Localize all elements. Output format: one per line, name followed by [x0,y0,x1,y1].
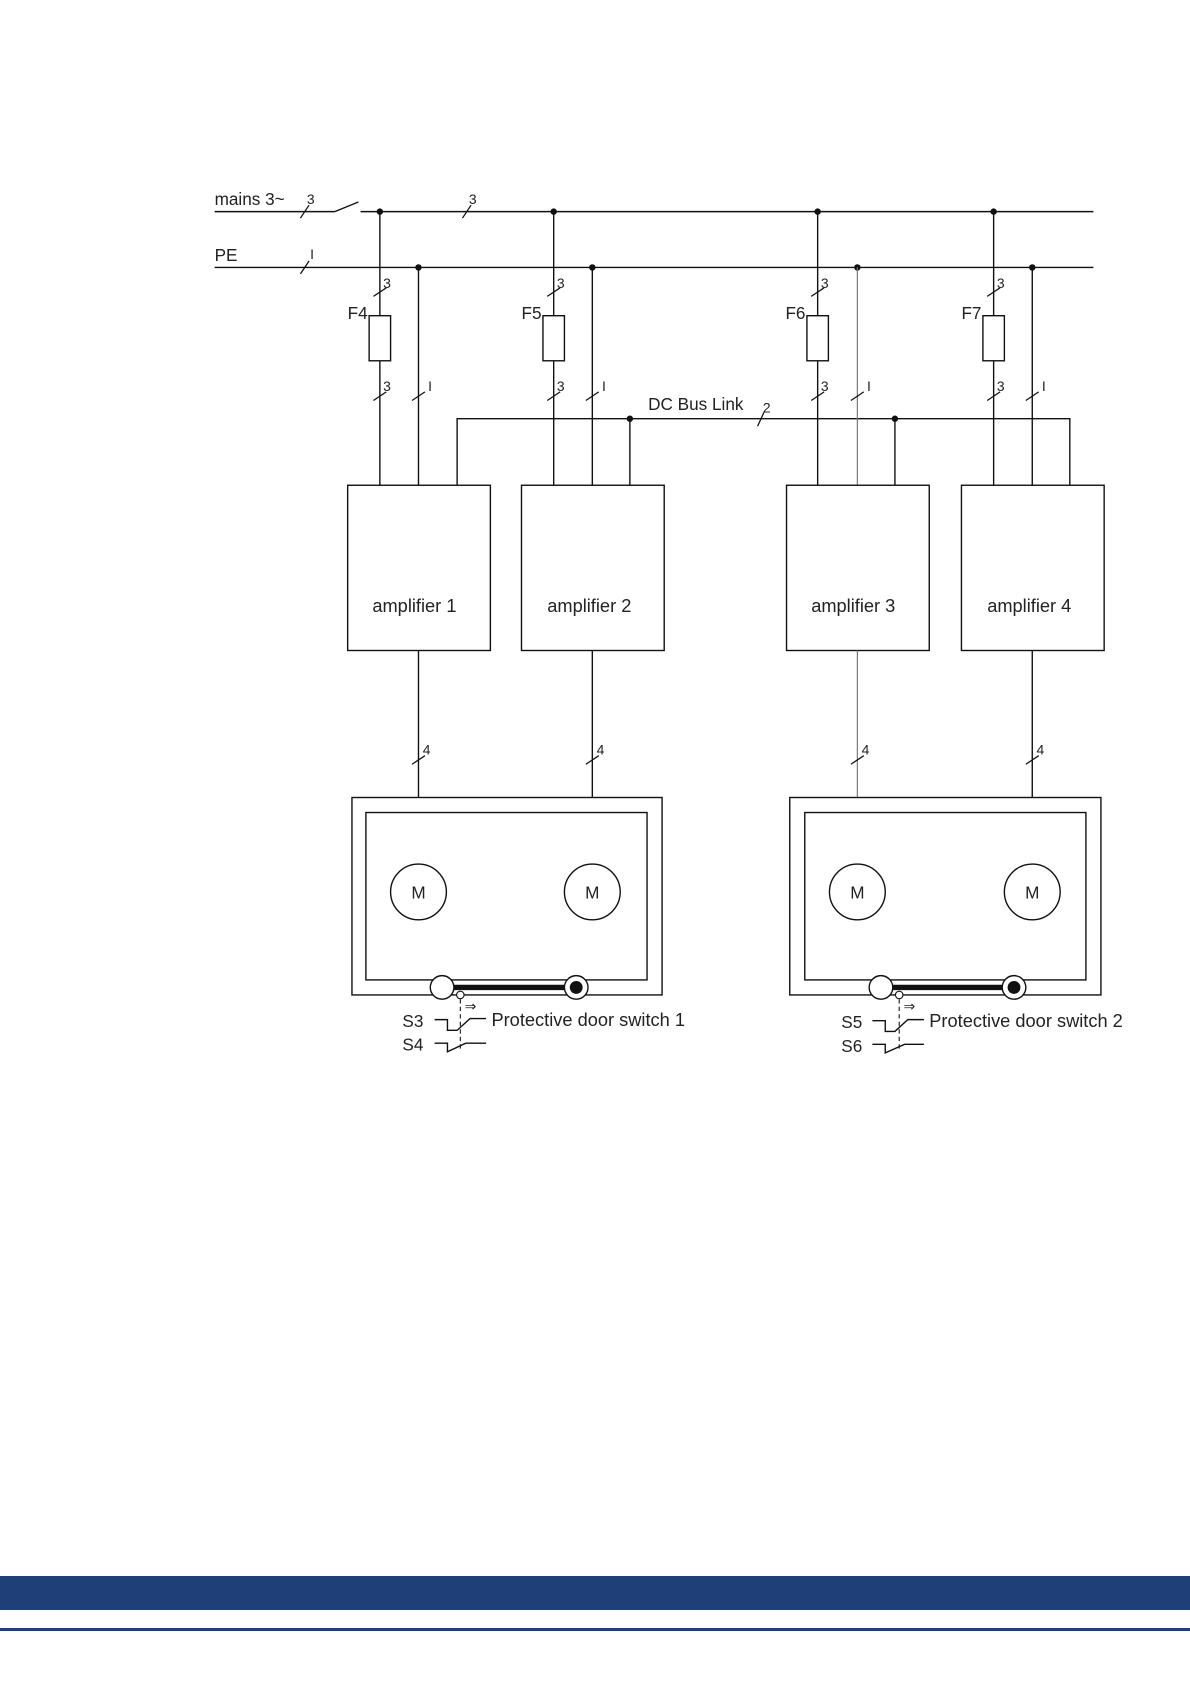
fuse-count-label: 3 [383,378,391,394]
fuse-label: F7 [961,303,981,323]
amplifier-box [787,485,930,650]
fuse [369,316,390,361]
fuse [807,316,828,361]
door-hinge [430,976,454,1000]
pe-count-label: I [1042,378,1046,394]
mains-label: mains 3~ [215,189,285,209]
machine-enclosure-1: M M [352,798,662,1000]
fuse-count-label: 3 [821,275,829,291]
amplifier-box [961,485,1104,650]
dc-bus-junction [627,416,633,422]
dc-bus-junction [892,416,898,422]
branch-4: 3 F7 3 I amplifier 4 4 [961,212,1104,864]
amplifier-box [521,485,664,650]
fuse-count-label: 3 [383,275,391,291]
fuse [983,316,1004,361]
branch-3: 3 F6 3 I amplifier 3 4 [785,212,929,864]
branch-1: 3 F4 3 I amplifier 1 4 [348,212,491,864]
switch-contact-label: S6 [841,1036,862,1056]
fuse-count-label: 3 [821,378,829,394]
dc-bus-count-label: 2 [763,399,771,415]
mains-bus-count-label: 3 [469,191,477,207]
motor-count-label: 4 [1037,742,1045,758]
amplifier-label: amplifier 2 [547,595,631,616]
fuse-label: F5 [521,303,541,323]
switch-contact-label: S3 [402,1011,423,1031]
amplifier-label: amplifier 1 [372,595,456,616]
pe-count-label: I [602,378,606,394]
pe-count-label: I [428,378,432,394]
motor-count-label: 4 [862,742,870,758]
pe-label: PE [215,245,238,265]
motor-label: M [411,882,425,902]
fuse-count-label: 3 [557,378,565,394]
dc-bus-link: DC Bus Link 2 [457,394,1070,485]
pe-count-label: I [310,246,314,262]
footer-bar [0,1576,1190,1610]
amplifier-label: amplifier 3 [811,595,895,616]
actuator-arrow-icon: ⇒ [465,998,477,1014]
switch-contact-label: S4 [402,1035,423,1055]
branch-2: 3 F5 3 I amplifier 2 4 [521,212,664,864]
fuse [543,316,564,361]
mains-supply: mains 3~ 3 3 [215,189,1094,218]
motor-count-label: 4 [423,742,431,758]
protective-door-switch-1: ⇒ S3 S4 Protective door switch 1 [402,991,685,1055]
fuse-label: F4 [348,303,368,323]
motor-label: M [850,882,864,902]
fuse-label: F6 [785,303,805,323]
door-hinge [869,976,893,1000]
actuator-arrow-icon: ⇒ [903,998,915,1014]
door-switch-label: Protective door switch 1 [491,1009,685,1030]
main-switch [335,202,359,212]
machine-enclosure-2: M M [790,798,1101,1000]
pe-count-label: I [867,378,871,394]
footer-line [0,1628,1190,1631]
mains-count-label: 3 [307,191,315,207]
amplifier-box [348,485,491,650]
motor-label: M [1025,882,1039,902]
fuse-count-label: 3 [997,378,1005,394]
dc-bus-label: DC Bus Link [648,394,744,414]
pe-line: PE I [215,245,1094,274]
fuse-count-label: 3 [997,275,1005,291]
switch-contact-label: S5 [841,1012,862,1032]
door-switch-label: Protective door switch 2 [929,1010,1123,1031]
fuse-count-label: 3 [557,275,565,291]
motor-label: M [585,882,599,902]
protective-door-switch-2: ⇒ S5 S6 Protective door switch 2 [841,991,1123,1056]
amplifier-label: amplifier 4 [987,595,1071,616]
motor-count-label: 4 [597,742,605,758]
